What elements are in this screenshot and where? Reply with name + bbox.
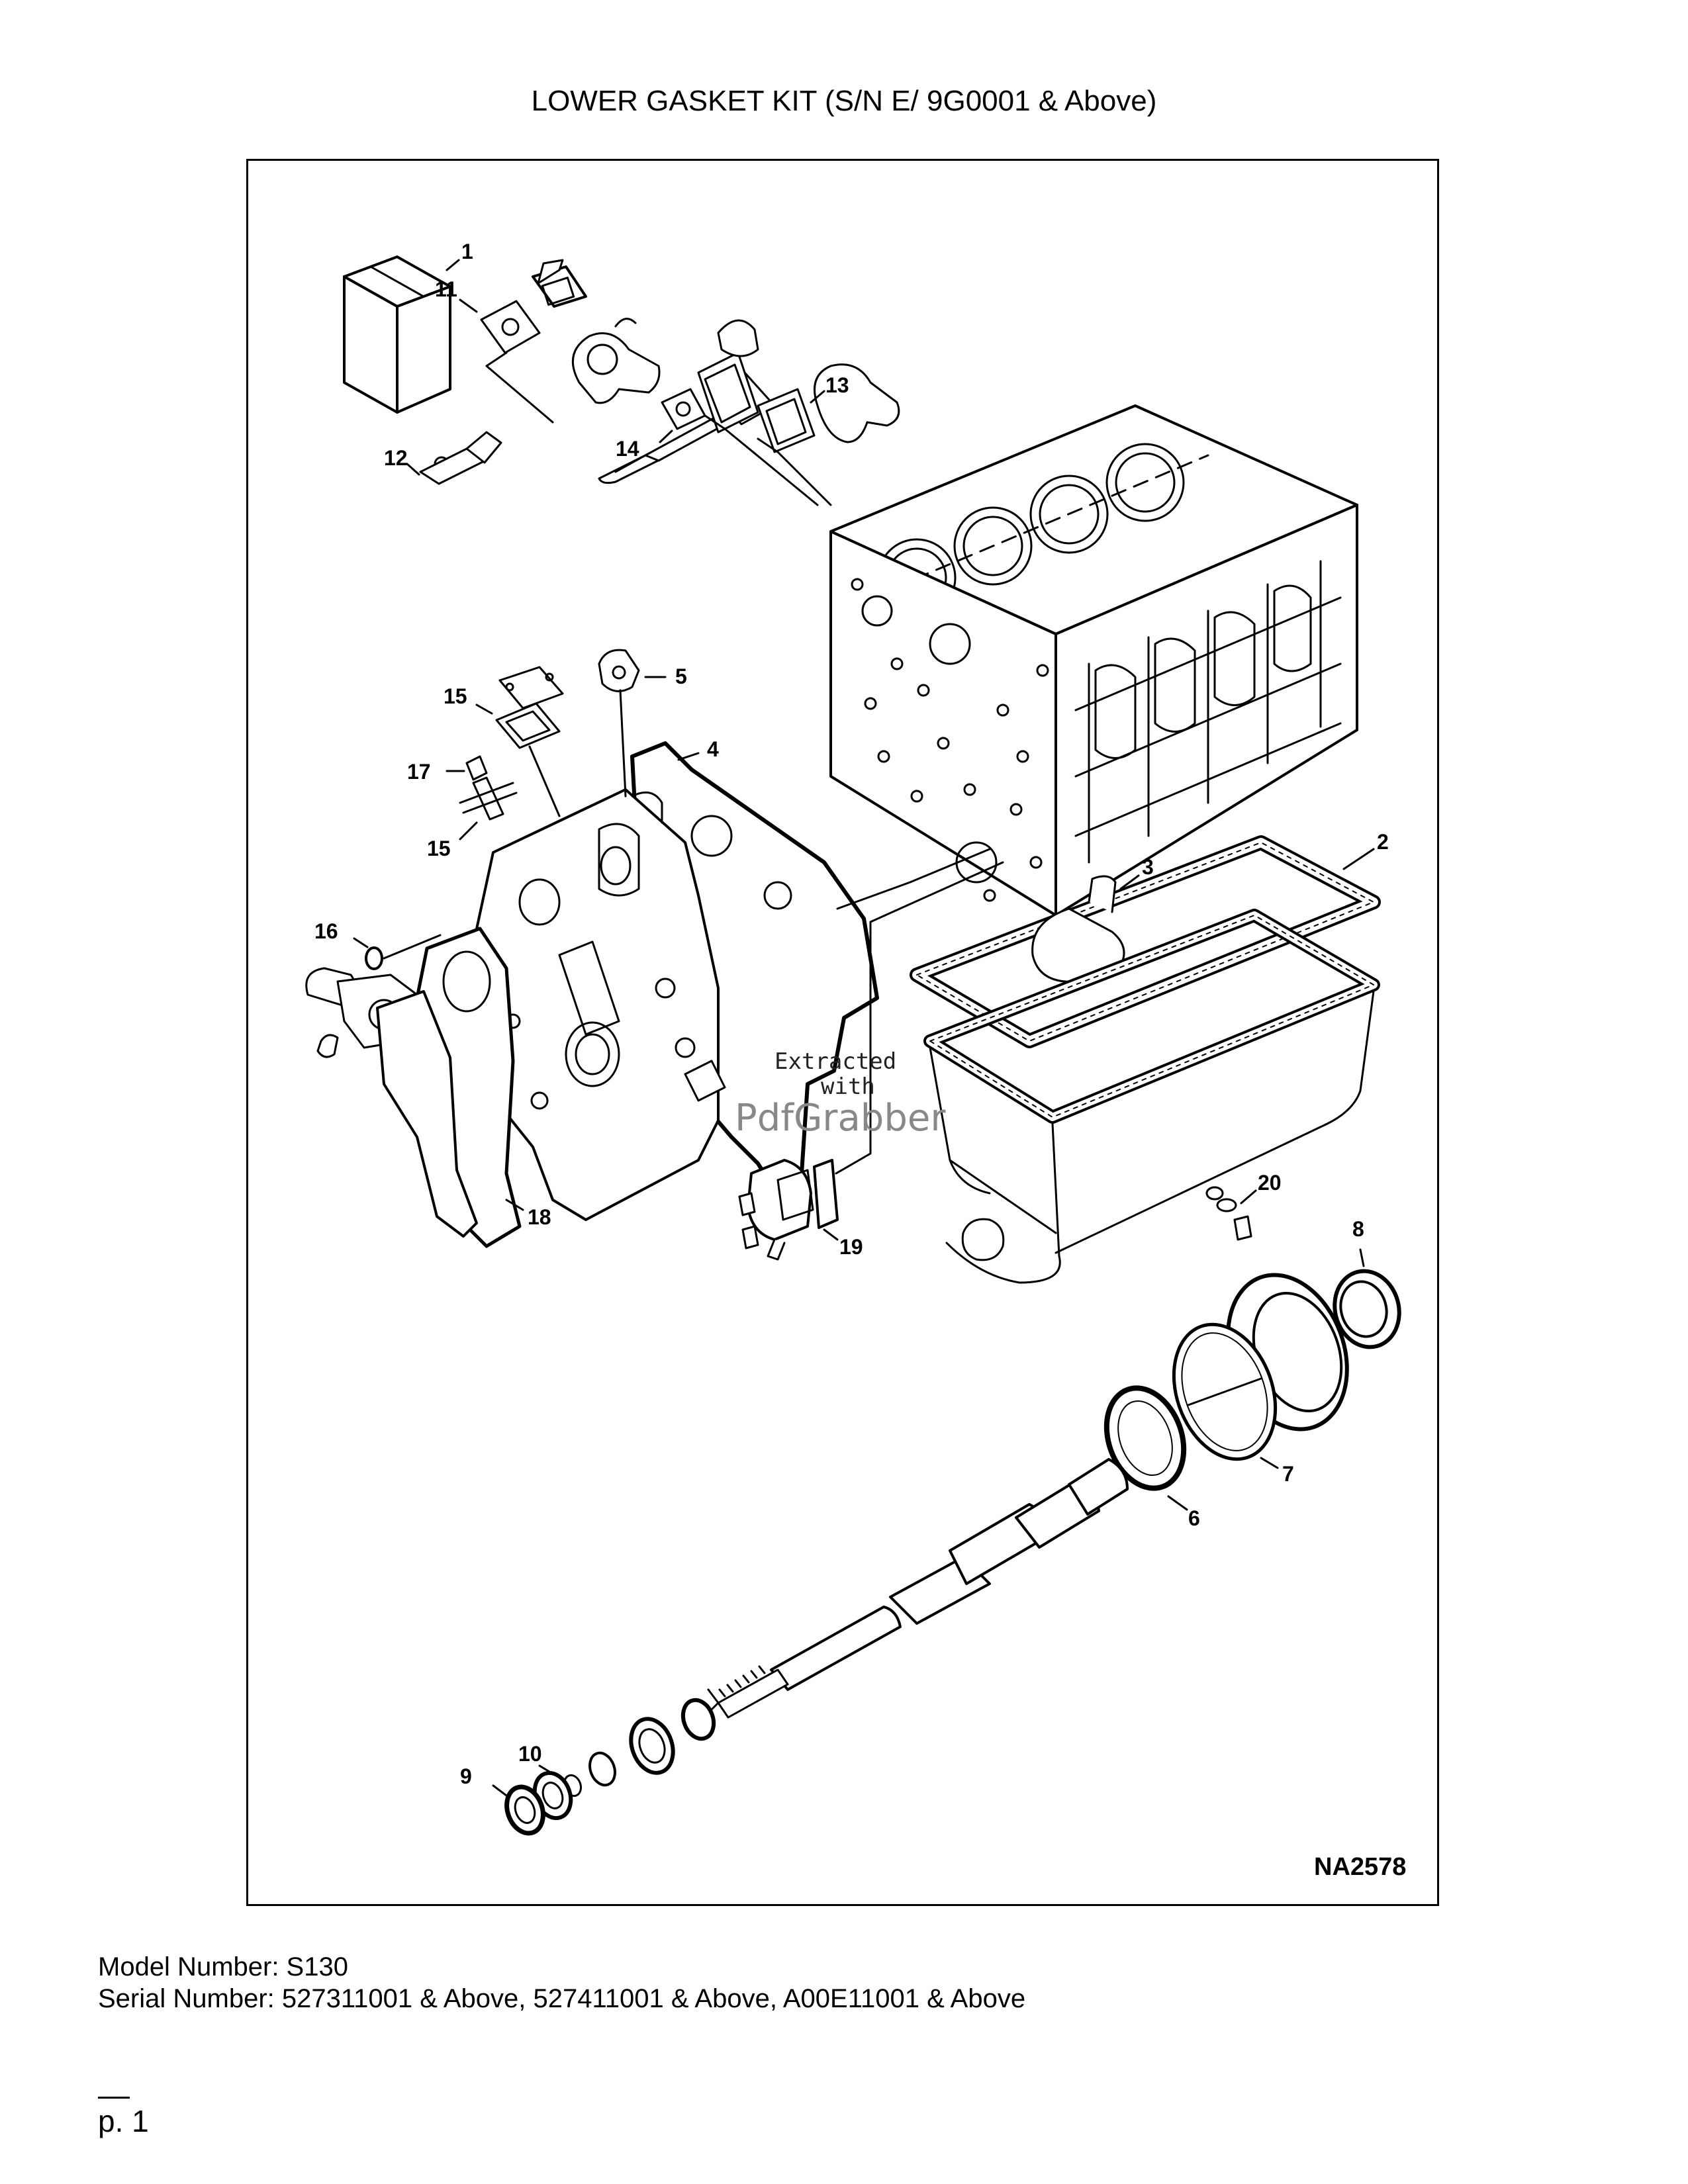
svg-text:PdfGrabber: PdfGrabber [735,1097,946,1140]
part-oil-pan [923,909,1380,1284]
callout-1: 1 [461,240,473,263]
callout-4: 4 [707,737,719,761]
callout-15-upper: 15 [444,684,467,708]
part-plug [419,431,502,485]
svg-text:Extracted: Extracted [774,1048,896,1075]
callout-11: 11 [435,277,457,301]
callout-16: 16 [314,919,338,943]
serial-number: Serial Number: 527311001 & Above, 527411… [98,1984,1026,2013]
part-gasket-13 [757,388,816,453]
page-number-rule [98,2097,130,2099]
callout-19: 19 [839,1235,863,1259]
callout-7: 7 [1282,1462,1294,1486]
part-kit-box [343,255,451,414]
part-engine-block [829,404,1358,917]
callout-5: 5 [675,664,687,688]
part-water-pump-gasket-18 [376,927,522,1248]
figure-code: NA2578 [1314,1853,1406,1881]
callout-15-lower: 15 [427,837,451,860]
callout-13: 13 [825,373,849,397]
callout-18: 18 [528,1205,551,1229]
part-drain-plug [1205,1186,1252,1241]
part-gasket-14 [661,388,706,430]
callout-12: 12 [384,446,408,470]
callout-8: 8 [1352,1217,1364,1241]
part-gasket-15-upper [495,702,561,749]
part-o-ring [365,946,383,970]
svg-text:with: with [821,1073,875,1100]
part-housing-gasket [1172,1322,1278,1461]
exploded-parts-diagram: 1 11 12 [246,159,1439,1906]
callout-2: 2 [1377,830,1389,854]
part-oil-seal-rear [1333,1269,1401,1349]
part-cover-5 [598,649,640,692]
page-title: LOWER GASKET KIT (S/N E/ 9G0001 & Above) [531,85,1157,117]
callout-14: 14 [616,437,639,461]
part-cover-plate [498,666,564,709]
part-thermostat-cover [697,319,776,433]
page-number: p. 1 [98,2104,149,2138]
part-oil-strainer [1031,875,1125,983]
pdf-watermark: Extracted with PdfGrabber [735,1048,946,1140]
callout-17: 17 [407,760,431,784]
part-gasket-6 [1103,1385,1187,1491]
callout-10: 10 [518,1742,542,1766]
model-number: Model Number: S130 [98,1952,348,1981]
part-fuel-pump-gasket [813,1159,839,1229]
callout-3: 3 [1142,855,1154,879]
part-crankshaft [707,1458,1129,1719]
part-water-outlet-gasket [480,259,587,354]
part-fuel-pump [738,1159,814,1261]
part-crank-gear [563,1698,716,1797]
callout-9: 9 [460,1764,472,1788]
callout-20: 20 [1258,1171,1282,1195]
part-oil-seal-front [504,1770,573,1836]
part-thermostat-housing [814,363,900,443]
part-water-flange [571,318,661,404]
part-pipe-bracket [459,755,518,821]
callout-6: 6 [1188,1506,1200,1530]
